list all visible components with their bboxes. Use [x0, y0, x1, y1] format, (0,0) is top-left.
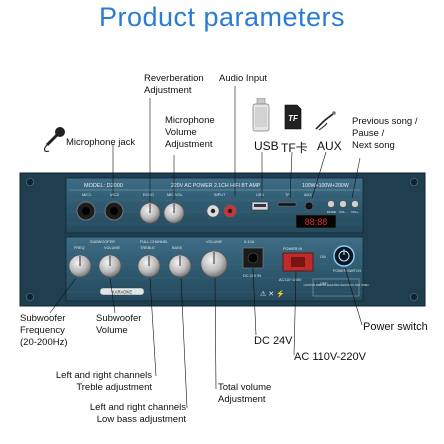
- screw-hole: [26, 178, 34, 186]
- mode-button[interactable]: [327, 200, 335, 208]
- master-volume-text: VOLUME: [206, 240, 223, 244]
- rca-right-jack[interactable]: [223, 204, 237, 218]
- screw-hole: [410, 293, 418, 301]
- mic-volume-label: Microphone Volume Adjustment: [165, 115, 215, 150]
- btn-label-mode: MODE: [327, 210, 336, 214]
- freq-text: FREQ: [74, 246, 85, 250]
- bass-text: BASS: [172, 246, 183, 250]
- mic1-text: MIC1: [82, 193, 91, 197]
- power-in-text: POWER IN: [283, 247, 302, 251]
- btn-label-voldown: VOL-: [339, 210, 346, 214]
- rca-left-jack[interactable]: [206, 204, 220, 218]
- treble-label: Left and right channels Treble adjustmen…: [55, 370, 152, 393]
- mic2-jack[interactable]: [104, 201, 124, 221]
- karaoke-badge: [99, 287, 145, 296]
- ac-label: AC 110V-220V: [294, 351, 366, 363]
- mic2-text: MIC2: [110, 193, 119, 197]
- microphone-icon: [40, 126, 66, 154]
- sub-freq-label: Subwoofer Frequency (20-200Hz): [20, 313, 68, 348]
- aux-port-text: AUX: [304, 193, 312, 197]
- total-volume-label: Total volume Adjustment: [218, 382, 272, 405]
- led-digits: 88:88: [305, 217, 328, 227]
- on-text: ON: [320, 255, 326, 259]
- echo-text: ECHO: [143, 193, 154, 197]
- prev-song-label: Previous song / Pause / Next song: [352, 116, 418, 151]
- usb-port-text: USB: [256, 193, 264, 197]
- off-text: OFF: [320, 282, 328, 286]
- certification-marks: ⚠ ✕ ⚡: [260, 289, 285, 298]
- tf-card-icon: TF: [284, 104, 302, 130]
- aux-jack[interactable]: [304, 201, 314, 211]
- tf-slot[interactable]: [277, 202, 297, 207]
- power-switch[interactable]: [333, 245, 355, 267]
- input-text: INPUT: [214, 193, 226, 197]
- usb-label: USB: [254, 139, 279, 153]
- mic-volume-knob[interactable]: [163, 202, 185, 224]
- audio-input-label: Audio Input: [219, 73, 268, 84]
- dc-in-text: DC 24V IN: [243, 274, 261, 278]
- full-channel-text: FULL CHANNEL: [140, 240, 168, 244]
- sub-volume-text: VOLUME: [104, 246, 121, 250]
- ac-in-text: AC110~240V: [279, 278, 302, 282]
- mic-vol-text: MIC VOL: [167, 193, 183, 197]
- treble-text: TREBLE: [140, 246, 155, 250]
- echo-knob[interactable]: [139, 202, 161, 224]
- karaoke-text: KARAOKE: [112, 290, 132, 295]
- bass-knob[interactable]: [168, 254, 192, 278]
- caution-text: CAUTION RISK OF ELECTRIC SHOCK DO NOT OP…: [303, 283, 368, 287]
- bass-label: Left and right channels Low bass adjustm…: [89, 402, 186, 425]
- screw-hole: [410, 178, 418, 186]
- btn-label-volup: VOL+: [351, 210, 359, 214]
- subwoofer-text: SUBWOOFER: [90, 240, 115, 244]
- sub-volume-knob[interactable]: [98, 254, 122, 278]
- tf-label: TF卡: [281, 141, 308, 155]
- model-text: MODEL: D2000: [84, 183, 123, 189]
- aux-cable-icon: [313, 110, 337, 132]
- dc24-label: DC 24V: [254, 335, 293, 347]
- tf-port-text: TF: [285, 193, 290, 197]
- fuse-text: 5-10A: [244, 240, 255, 244]
- screw-hole: [26, 293, 34, 301]
- power-switch-label: Power switch: [363, 321, 428, 333]
- prev-button[interactable]: [339, 200, 347, 208]
- next-button[interactable]: [351, 200, 359, 208]
- usb-drive-icon: [252, 97, 270, 132]
- aux-label: AUX: [317, 139, 342, 153]
- master-volume-knob[interactable]: [200, 250, 228, 278]
- sub-volume-label: Subwoofer Volume: [96, 313, 142, 336]
- spec-text: 220V AC POWER 2.1CH HIFI BT AMP: [171, 183, 261, 189]
- treble-knob[interactable]: [137, 254, 161, 278]
- power-switch-text: POWER SWITCH: [333, 269, 361, 273]
- led-display: [295, 214, 337, 229]
- mic-jack-label: Microphone jack: [66, 137, 136, 148]
- page-title: Product parameters: [98, 2, 346, 32]
- sub-freq-knob[interactable]: [68, 254, 92, 278]
- mic1-jack[interactable]: [76, 201, 96, 221]
- watts-text: 100W+100W+200W: [302, 183, 349, 189]
- svg-text:TF: TF: [288, 114, 299, 123]
- caution-box: [312, 278, 360, 297]
- reverb-label: Reverberation Adjustment: [144, 73, 204, 96]
